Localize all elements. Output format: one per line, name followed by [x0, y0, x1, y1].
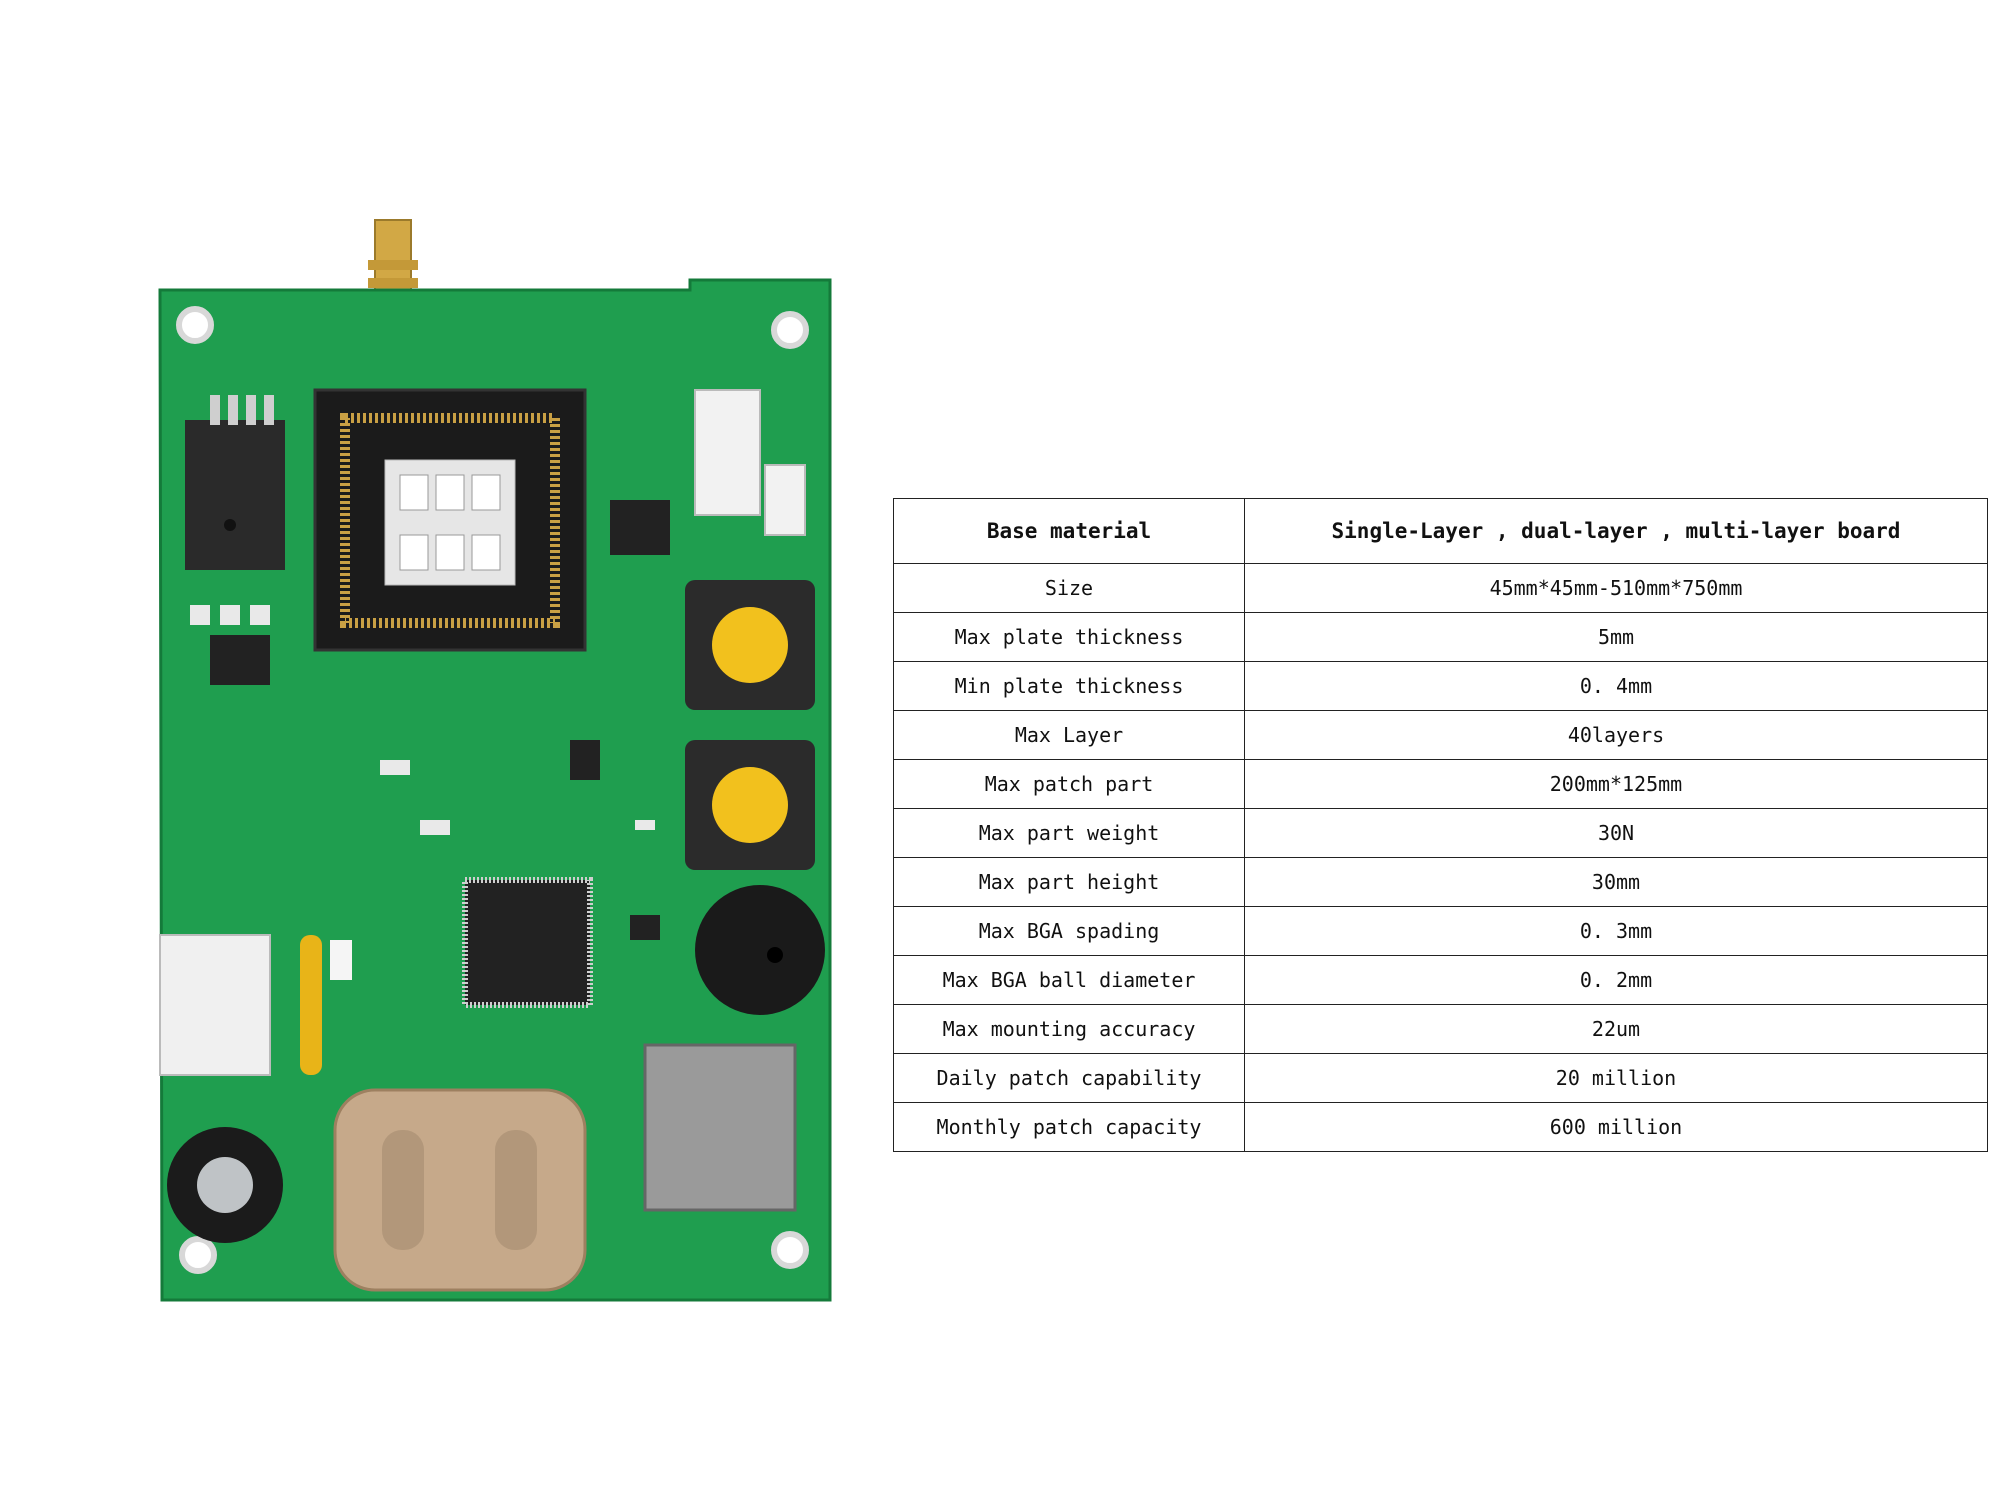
row-value: 30mm — [1244, 857, 1988, 907]
table-header-row: Base material Single-Layer , dual-layer … — [893, 498, 1988, 564]
header-label: Base material — [893, 498, 1245, 564]
push-button-2 — [685, 740, 815, 870]
mounting-holes — [176, 306, 809, 1274]
row-value: 40layers — [1244, 710, 1988, 760]
row-value: 30N — [1244, 808, 1988, 858]
row-label: Max BGA ball diameter — [893, 955, 1245, 1005]
header-connector-left — [159, 934, 271, 1076]
microcontroller-chip — [462, 877, 593, 1008]
row-label: Max plate thickness — [893, 612, 1245, 662]
header-value: Single-Layer , dual-layer , multi-layer … — [1244, 498, 1988, 564]
push-button-1 — [685, 580, 815, 710]
qfp-socket — [313, 388, 587, 652]
smd-components — [190, 500, 670, 980]
yellow-capacitor — [300, 935, 322, 1075]
row-label: Max part height — [893, 857, 1245, 907]
row-label: Min plate thickness — [893, 661, 1245, 711]
row-value: 22um — [1244, 1004, 1988, 1054]
row-label: Daily patch capability — [893, 1053, 1245, 1103]
row-value: 20 million — [1244, 1053, 1988, 1103]
row-value: 0. 4mm — [1244, 661, 1988, 711]
row-value: 45mm*45mm-510mm*750mm — [1244, 563, 1988, 613]
row-label: Max Layer — [893, 710, 1245, 760]
buzzer — [695, 885, 825, 1015]
row-value: 5mm — [1244, 612, 1988, 662]
row-value: 0. 3mm — [1244, 906, 1988, 956]
row-label: Max part weight — [893, 808, 1245, 858]
coin-cell-holder — [333, 1088, 587, 1292]
header-connector-top — [694, 389, 761, 516]
header-connector-small — [764, 464, 806, 536]
row-label: Size — [893, 563, 1245, 613]
row-value: 600 million — [1244, 1102, 1988, 1152]
specification-table: Base material Single-Layer , dual-layer … — [893, 498, 1988, 1152]
row-label: Max patch part — [893, 759, 1245, 809]
sd-card-slot — [643, 1043, 797, 1212]
pcb-board-image — [158, 219, 832, 1302]
row-label: Max mounting accuracy — [893, 1004, 1245, 1054]
row-value: 0. 2mm — [1244, 955, 1988, 1005]
row-label: Max BGA spading — [893, 906, 1245, 956]
row-value: 200mm*125mm — [1244, 759, 1988, 809]
voltage-regulator — [185, 395, 285, 570]
row-label: Monthly patch capacity — [893, 1102, 1245, 1152]
